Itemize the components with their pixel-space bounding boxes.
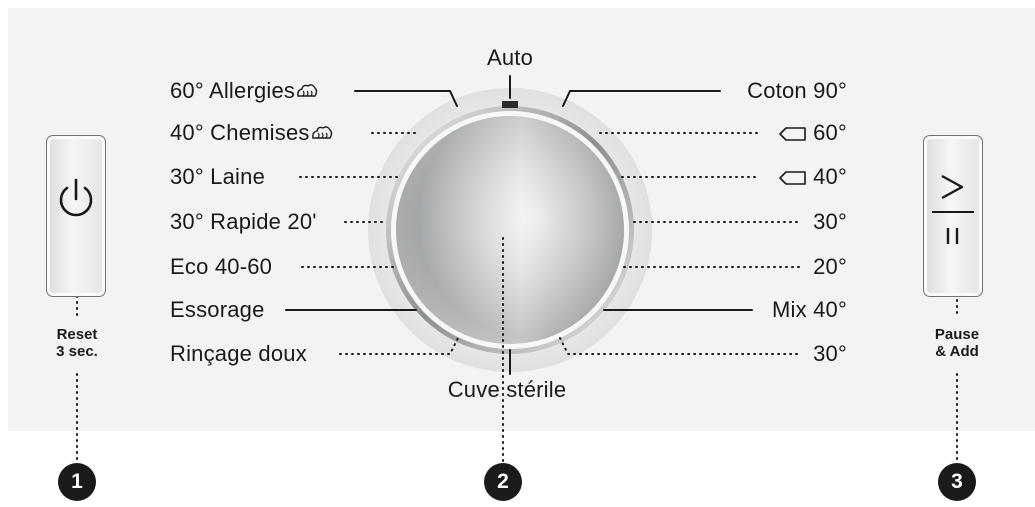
program-mix-40: Mix 40° [772,297,847,322]
callout-badge-2: 2 [484,463,522,501]
program-auto: Auto [486,45,534,70]
start-pause-icon [932,174,974,244]
prewash-icon [779,127,806,141]
steam-icon [297,84,318,97]
program-label: 60° [813,120,847,145]
program-40-chemises: 40° Chemises [170,120,334,146]
program-cuve-sterile: Cuve stérile [447,377,567,402]
dotted-connector [559,337,803,355]
program-30-bottom: 30° [813,341,847,366]
callout-badge-1: 1 [58,463,96,501]
start-button-label-line1: Pause [934,326,980,343]
prewash-icon [779,171,806,185]
program-coton-90: Coton 90° [747,78,847,103]
dial-indicator [502,101,518,108]
program-eco: Eco 40-60 [170,254,273,279]
program-dial[interactable] [386,101,634,354]
callout-badge-3: 3 [938,463,976,501]
dotted-connector [339,337,459,355]
start-button-label: Pause & Add [917,326,997,360]
connector-line [354,90,458,107]
program-label: 40° Chemises [170,120,310,145]
power-icon [59,178,93,217]
program-60-allergies: 60° Allergies [170,78,319,104]
power-button-label-line2: 3 sec. [56,343,98,360]
program-20: 20° [813,254,847,279]
connector-line [562,90,721,107]
program-30-rapide: 30° Rapide 20' [170,209,317,234]
power-button-label-line1: Reset [56,326,98,343]
start-button-label-line2: & Add [935,343,979,360]
program-30: 30° [813,209,847,234]
start-pause-button[interactable] [923,135,983,297]
program-prewash-40: 40° [777,164,847,190]
steam-icon [311,126,332,139]
program-label: 60° Allergies [170,78,296,103]
program-label: 40° [813,164,847,189]
program-30-laine: 30° Laine [170,164,266,189]
program-essorage: Essorage [170,297,265,322]
power-button[interactable] [46,135,106,297]
power-button-label: Reset 3 sec. [37,326,117,360]
program-rincage-doux: Rinçage doux [170,341,307,366]
program-prewash-60: 60° [777,120,847,146]
